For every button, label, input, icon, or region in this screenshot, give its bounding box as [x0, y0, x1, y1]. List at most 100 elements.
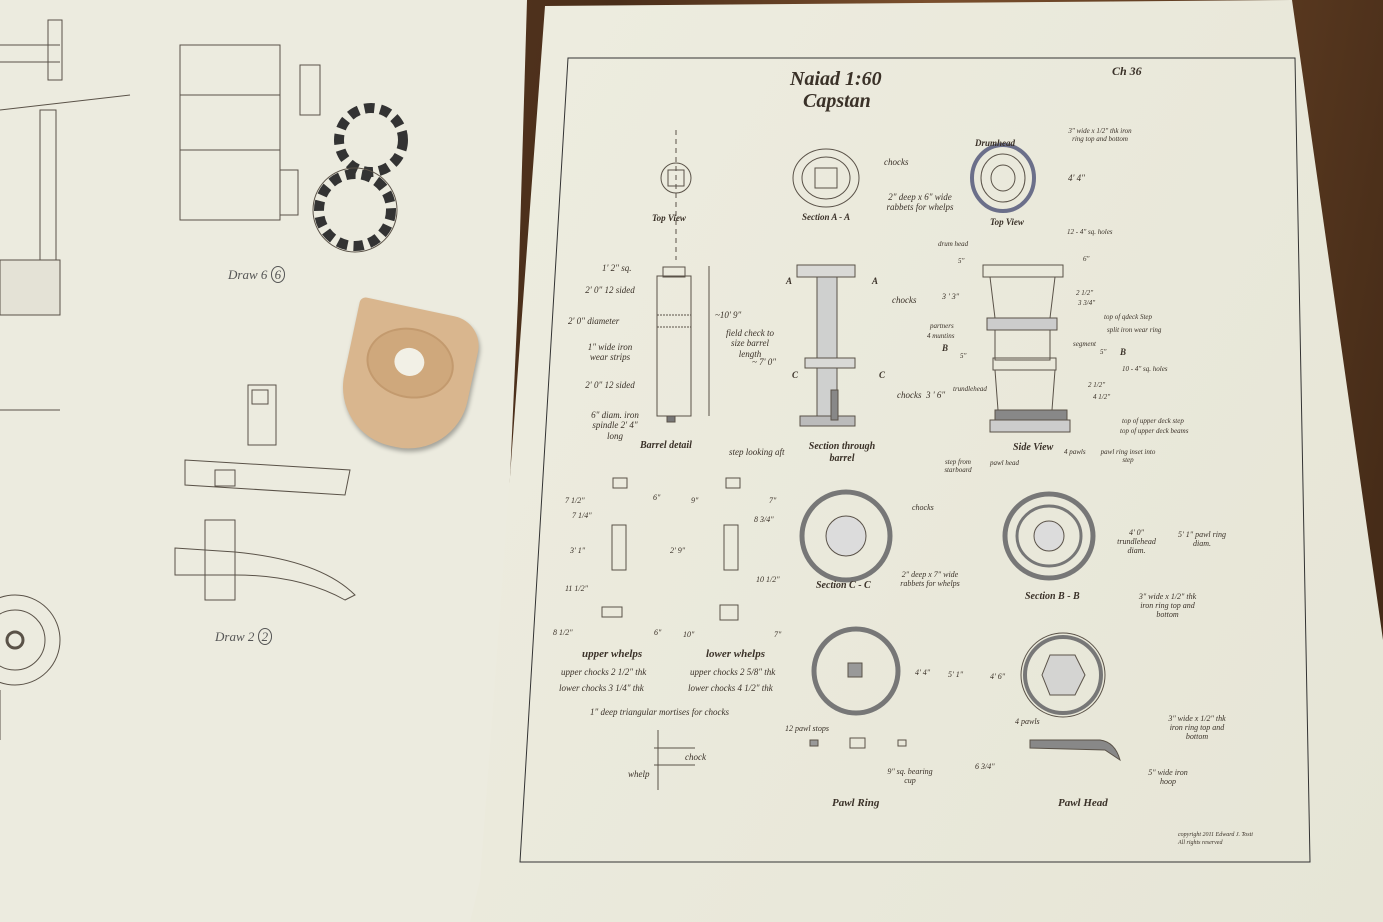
label: 4' 4" — [915, 668, 931, 677]
label: pawl ring inset into step — [1100, 448, 1156, 465]
top-view-caption: Top View — [652, 213, 686, 223]
label: 3 3/4" — [1078, 299, 1096, 307]
part-ring — [359, 319, 461, 407]
label: 3" wide x 1/2" thk iron ring top and bot… — [1068, 127, 1132, 144]
copyright: copyright 2011 Edward J. Tosti — [1178, 832, 1253, 838]
label: 3 ' 6" — [926, 390, 946, 400]
label: A — [872, 276, 879, 286]
section-bb-caption: Section B - B — [1025, 591, 1080, 602]
label: chocks — [912, 503, 934, 512]
label: 6" — [653, 493, 661, 502]
label: 2' 0" 12 sided — [585, 285, 635, 295]
label: 2 1/2" — [1076, 289, 1094, 297]
barrel-detail-caption: Barrel detail — [640, 440, 692, 451]
label: chocks — [897, 390, 922, 400]
label: pawl head — [990, 459, 1019, 467]
label: 11 1/2" — [565, 584, 588, 593]
label: 10" — [683, 630, 695, 639]
pawl-ring-caption: Pawl Ring — [832, 797, 880, 809]
label: 6" diam. iron spindle 2' 4" long — [591, 410, 639, 441]
chock-label: chock — [685, 752, 706, 762]
draw-2-label: Draw 2 2 — [215, 628, 273, 645]
label: field check to size barrel length — [726, 328, 774, 359]
label: 5' 1" — [948, 670, 964, 679]
label: step looking aft — [729, 447, 785, 457]
side-view-caption: Side View — [1013, 442, 1054, 453]
drumhead-title: Drumhead — [975, 138, 1016, 148]
label: 4' 4" — [1068, 173, 1085, 183]
label: 5" — [1100, 348, 1107, 356]
rights-reserved: All rights reserved — [1178, 840, 1223, 846]
label: 3 ' 3" — [942, 292, 960, 301]
label: 4 1/2" — [1093, 393, 1111, 401]
label: 2 1/2" — [1088, 381, 1106, 389]
pawl-head-caption: Pawl Head — [1058, 797, 1108, 809]
plan-border — [519, 57, 1311, 863]
label: 6" — [654, 628, 662, 637]
section-aa-caption: Section A - A — [802, 212, 851, 222]
label: 2' 0" 12 sided — [585, 380, 635, 390]
label: chocks — [884, 157, 909, 167]
label: 5" wide iron hoop — [1148, 768, 1188, 787]
label: A — [786, 276, 793, 286]
label: partners — [930, 322, 954, 330]
label: lower chocks 4 1/2" thk — [688, 683, 773, 693]
label: step from starboard — [944, 458, 972, 475]
label: 2' 9" — [670, 546, 686, 555]
label: 4' 6" — [990, 672, 1006, 681]
whelp-label: whelp — [628, 769, 650, 779]
label: 10 1/2" — [756, 575, 780, 584]
plan-title: Naiad 1:60 — [790, 68, 882, 90]
label: 7 1/2" — [565, 496, 585, 505]
label: ~10' 9" — [715, 310, 742, 320]
label: 2" deep x 6" wide rabbets for whelps — [886, 192, 954, 213]
label: top of upper deck beams — [1120, 427, 1189, 435]
label: lower chocks 3 1/4" thk — [559, 683, 644, 693]
chapter-label: Ch 36 — [1112, 64, 1142, 78]
label: B — [1120, 347, 1127, 357]
draw-6-label: Draw 6 6 — [228, 266, 286, 283]
mortise-note: 1" deep triangular mortises for chocks — [590, 707, 730, 717]
label: 12 - 4" sq. holes — [1067, 228, 1113, 236]
upper-whelps-title: upper whelps — [582, 648, 643, 660]
label: ~ 7' 0" — [752, 357, 777, 367]
lower-whelps-title: lower whelps — [706, 648, 765, 660]
label: 8 3/4" — [754, 515, 774, 524]
label: 4' 0" trundlehead diam. — [1117, 528, 1156, 556]
label: 2" deep x 7" wide rabbets for whelps — [900, 570, 960, 589]
left-sheet-drawings — [0, 19, 408, 740]
label: 7" — [769, 496, 777, 505]
label: 2' 0" diameter — [568, 316, 620, 326]
part-hole — [391, 345, 427, 379]
label: 5" — [960, 352, 967, 360]
label: 9" — [691, 496, 699, 505]
label: 4 pawls — [1015, 717, 1040, 726]
label: trundlehead — [953, 385, 987, 393]
label: drum head — [938, 240, 969, 248]
plan-subtitle: Capstan — [803, 90, 871, 112]
label: 1" wide iron wear strips — [587, 342, 633, 363]
label: 6 3/4" — [975, 762, 995, 771]
label: 5' 1" pawl ring diam. — [1178, 530, 1226, 549]
label: 4 muntins — [927, 332, 955, 340]
label: 7" — [774, 630, 782, 639]
label: C — [879, 370, 886, 380]
label: top of qdeck Step — [1104, 313, 1153, 321]
label: 5" — [958, 257, 965, 265]
label: 4 pawls — [1064, 448, 1086, 456]
label: segment — [1073, 340, 1096, 348]
label: 10 - 4" sq. holes — [1122, 365, 1168, 373]
label: split iron wear ring — [1107, 326, 1162, 334]
label: 3" wide x 1/2" thk iron ring top and bot… — [1138, 592, 1197, 620]
label: C — [792, 370, 799, 380]
label: 8 1/2" — [553, 628, 573, 637]
label: 7 1/4" — [572, 511, 592, 520]
label: chocks — [892, 295, 917, 305]
label: 3' 1" — [570, 546, 586, 555]
label: 9" sq. bearing cup — [887, 767, 933, 786]
label: upper chocks 2 5/8" thk — [690, 667, 776, 677]
label: 6" — [1083, 255, 1090, 263]
